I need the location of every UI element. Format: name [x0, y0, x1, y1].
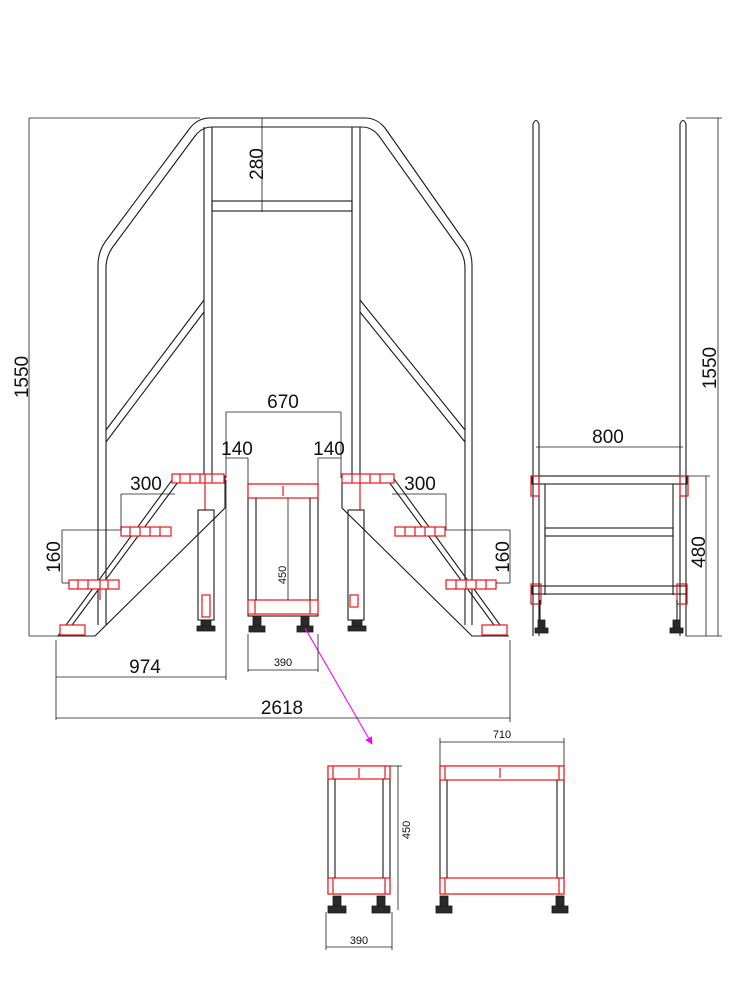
side-view	[530, 119, 689, 636]
dim-140-left: 140	[221, 439, 253, 460]
dim-140-right: 140	[313, 439, 345, 460]
left-stair	[56, 473, 226, 637]
dim-800: 800	[592, 427, 624, 448]
dim-480: 480	[689, 536, 710, 568]
dim-710-detail: 710	[493, 729, 511, 741]
dim-670: 670	[267, 392, 299, 413]
dim-974: 974	[129, 657, 161, 678]
top-crossbar	[211, 200, 353, 212]
dim-160-right: 160	[493, 541, 514, 573]
dim-300-right: 300	[404, 474, 436, 495]
inner-handrail	[105, 126, 466, 625]
dim-450-detail: 450	[401, 821, 413, 839]
dim-390-front: 390	[274, 657, 292, 669]
dim-2618: 2618	[261, 698, 303, 719]
side-dimensions: 800 1550 480	[536, 117, 722, 637]
outer-handrail	[97, 117, 473, 625]
detail-side: 710	[435, 729, 569, 914]
dim-390-detail: 390	[350, 935, 368, 947]
detail-leader-arrow	[304, 627, 373, 745]
right-stair	[341, 473, 510, 637]
front-view	[56, 117, 510, 745]
dim-300-left: 300	[130, 474, 162, 495]
dim-450-inner: 450	[277, 566, 289, 584]
dim-1550-side: 1550	[700, 347, 721, 389]
dim-1550-front: 1550	[12, 356, 33, 398]
dim-280: 280	[247, 148, 268, 180]
detail-front: 450 390	[325, 765, 413, 950]
front-dimensions: 1550 280 670 140 140 300 300 160	[12, 117, 514, 722]
dim-160-left: 160	[44, 541, 65, 573]
middle-platform	[247, 483, 319, 633]
